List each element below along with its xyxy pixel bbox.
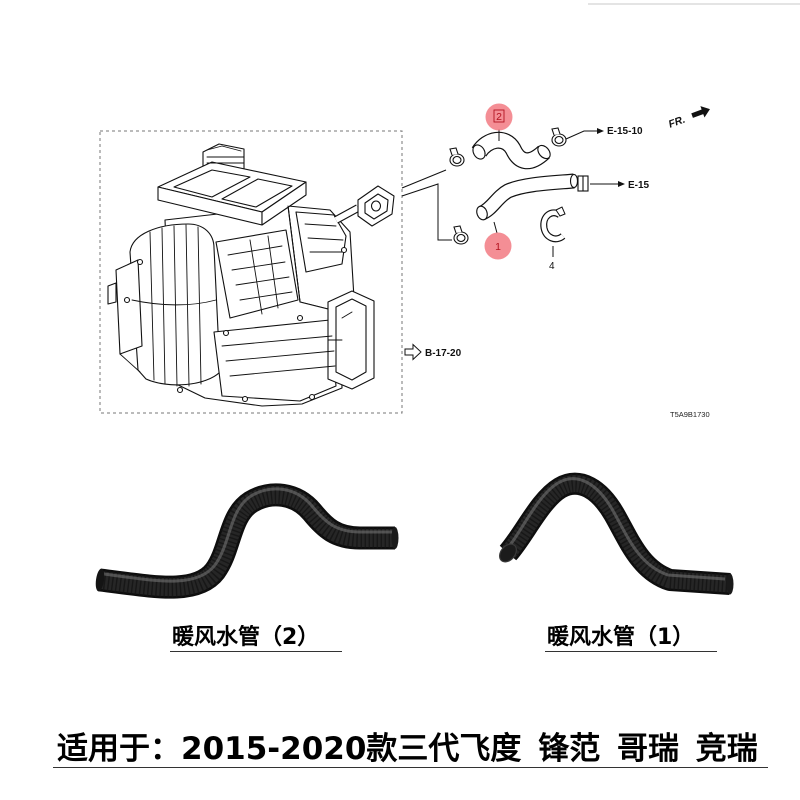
screw	[176, 386, 184, 394]
hose-clamp	[551, 127, 567, 147]
hose-clamp	[449, 147, 465, 167]
screw	[308, 393, 316, 401]
drawing-code: T5A9B1730	[670, 410, 710, 419]
floor-duct-opening	[335, 298, 367, 381]
fitment-text: 适用于：2015-2020款三代飞度 锋范 哥瑞 竞瑞	[53, 731, 768, 768]
retaining-clip	[540, 206, 566, 243]
clamp-inner	[456, 233, 466, 243]
clip-tab	[555, 206, 566, 217]
hose-2-photo-end-right	[391, 527, 399, 549]
hose-1-photo-ribs	[500, 473, 731, 594]
hose-1-end-right	[569, 173, 579, 189]
callout-part-4: 4	[549, 261, 555, 272]
clamp-inner	[554, 135, 564, 145]
hose-clamp	[453, 225, 469, 245]
leader-line	[493, 221, 498, 234]
heater-unit	[107, 143, 375, 407]
hose-1-body	[479, 174, 575, 219]
hose-2-photo-end-left	[95, 568, 105, 592]
defrost-slot	[221, 178, 293, 208]
parts-diagram: E-15-10 E-15 4 2 1 FR.	[99, 103, 710, 419]
arrow-right-icon	[565, 130, 597, 140]
clamp-ear	[551, 127, 561, 136]
ref-b-17-20: B-17-20	[425, 348, 462, 359]
hose-2-end-right	[537, 144, 551, 160]
clamp-ear	[453, 225, 463, 234]
callout-box	[493, 109, 505, 123]
blower-mount-lug	[107, 282, 117, 305]
screw	[241, 395, 249, 403]
screw	[136, 258, 144, 266]
leader-line	[401, 169, 447, 189]
clamp-inner	[452, 155, 462, 165]
ref-e-15: E-15	[628, 180, 650, 191]
blower-case	[129, 223, 221, 386]
hose-connector	[577, 175, 589, 192]
clamp-ear	[449, 147, 459, 156]
screw	[296, 314, 304, 322]
callout-part-1: 1	[495, 241, 501, 253]
outline-arrow-right-icon	[404, 343, 422, 361]
hose-2-diagram	[471, 131, 551, 170]
arrow-right-icon-head	[597, 128, 604, 134]
ref-e-15-10: E-15-10	[607, 126, 643, 137]
screw	[340, 246, 348, 254]
leader-line	[401, 183, 452, 241]
clip-body	[541, 210, 565, 242]
direction-indicator: FR.	[667, 106, 710, 131]
screw	[123, 296, 131, 304]
hose-2-photo-body	[98, 485, 395, 597]
hose-2-end-left	[472, 144, 486, 160]
hose-2-photo	[95, 483, 399, 599]
blower-front-plate	[115, 259, 143, 355]
defrost-frame-side	[261, 181, 307, 226]
fr-arrow-icon	[691, 106, 710, 118]
lower-case-panel	[213, 319, 337, 402]
product-label-hose-1: 暖风水管（1）	[545, 625, 717, 652]
screw	[222, 329, 230, 337]
hose-1-photo-end-left	[499, 543, 517, 563]
callout-marker-2	[485, 103, 513, 131]
callout-part-2: 2	[496, 111, 502, 123]
heater-pipe-stub	[334, 205, 360, 223]
product-label-hose-2: 暖风水管（2）	[170, 625, 342, 652]
hose-1-photo	[499, 472, 734, 595]
hose-1-photo-end-right	[726, 573, 734, 595]
hose-1-photo-highlight	[508, 477, 726, 581]
heater-unit-group-frame	[99, 130, 403, 414]
direction-label: FR.	[667, 114, 687, 131]
arrow-right-icon-head	[618, 181, 625, 187]
hose-2-photo-highlight	[103, 487, 392, 583]
heater-detail-lines	[119, 145, 353, 387]
hose-2-photo-ribs	[98, 484, 395, 598]
hose-1-end-left	[476, 205, 488, 221]
grommet	[357, 185, 395, 227]
defrost-slot	[173, 169, 251, 198]
callout-marker-1	[484, 232, 512, 260]
grommet-hole	[370, 200, 382, 212]
mode-mechanism	[215, 229, 299, 319]
hose-2-body	[472, 133, 549, 168]
